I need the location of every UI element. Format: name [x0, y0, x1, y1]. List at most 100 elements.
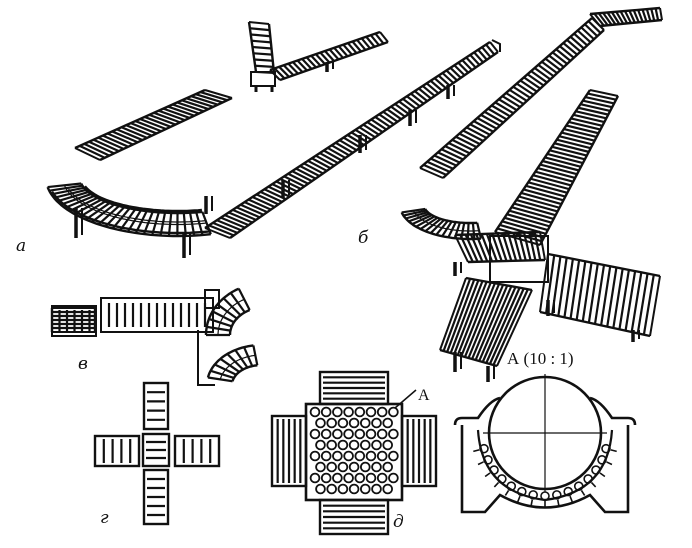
roller [558, 135, 593, 146]
transfer-ball [348, 439, 360, 451]
roller [610, 11, 621, 25]
roller [251, 39, 271, 44]
detail-a-title: А (10 : 1) [507, 349, 574, 368]
roller [252, 195, 276, 209]
hatch [477, 461, 484, 466]
support-ball [597, 455, 607, 465]
roller [563, 258, 574, 318]
roller [577, 106, 609, 116]
roller [237, 288, 251, 311]
roller [492, 288, 529, 366]
roller [282, 64, 295, 77]
roller [210, 369, 235, 379]
roller [419, 216, 439, 230]
transfer-ball [388, 472, 399, 484]
transfer-ball [382, 461, 394, 473]
transfer-ball [332, 406, 343, 418]
roller [47, 182, 82, 189]
roller [79, 144, 106, 159]
roller [347, 42, 358, 54]
roller [478, 285, 513, 362]
roller [142, 211, 154, 235]
transfer-ball [315, 439, 326, 451]
transfer-ball [326, 439, 338, 451]
transfer-ball [309, 406, 321, 418]
support-ball [528, 490, 538, 500]
roller [144, 115, 172, 128]
south-arm [142, 468, 170, 526]
roller [602, 12, 613, 26]
outer-rail [231, 364, 258, 382]
roller [619, 10, 629, 24]
callout-a: А [418, 387, 430, 404]
roller [287, 62, 299, 75]
roller [429, 79, 443, 92]
roller [356, 39, 367, 51]
roller [441, 220, 453, 237]
support-leg [74, 208, 83, 238]
roller [491, 104, 511, 118]
roller [378, 113, 395, 126]
roller [488, 288, 525, 365]
transfer-ball [371, 439, 382, 451]
u-bend-section [51, 185, 211, 235]
roller [433, 154, 457, 167]
roller [501, 220, 547, 235]
roller [252, 345, 259, 366]
transfer-ball [365, 450, 377, 462]
roller [402, 97, 417, 110]
transfer-ball [371, 461, 382, 473]
panel-label-a: а [16, 236, 27, 256]
roller [542, 159, 580, 172]
roller [390, 105, 406, 118]
frame [141, 432, 171, 468]
end-rail [659, 7, 663, 21]
hatch [599, 472, 606, 478]
roller [232, 208, 257, 221]
roller [255, 64, 274, 68]
roller [526, 73, 545, 87]
roller [557, 257, 568, 317]
frame [142, 468, 170, 526]
transfer-ball [359, 461, 371, 473]
roller [214, 363, 237, 376]
transfer-ball [320, 472, 332, 484]
transfer-ball [365, 406, 377, 418]
hatch [504, 489, 510, 496]
transfer-ball [348, 483, 360, 495]
roller [56, 191, 89, 203]
transfer-ball [332, 428, 343, 440]
panel-label-b: б [358, 228, 369, 248]
roller [483, 110, 504, 124]
roller [85, 202, 111, 221]
transfer-ball [371, 483, 382, 495]
transfer-ball [326, 461, 338, 473]
support-leg [204, 196, 213, 214]
roller [457, 61, 470, 74]
roller [153, 111, 181, 124]
roller [539, 163, 578, 176]
roller [249, 27, 270, 32]
support-ball [583, 474, 593, 484]
roller [328, 48, 340, 61]
roller [582, 99, 613, 109]
roller [612, 268, 624, 329]
roller [386, 108, 402, 121]
roller [532, 174, 572, 187]
roller [365, 36, 376, 48]
support-leg [546, 300, 555, 316]
hatch [556, 499, 560, 506]
roller [292, 61, 304, 73]
roller [190, 95, 219, 106]
roller [448, 142, 471, 155]
roller [517, 232, 527, 261]
roller [628, 10, 636, 24]
roller [88, 140, 115, 155]
roller [606, 267, 618, 327]
roller [212, 310, 235, 324]
roller [461, 59, 473, 71]
east-arm [400, 414, 438, 488]
roller [449, 279, 480, 354]
hatch [569, 495, 573, 503]
transfer-ball [348, 461, 360, 473]
